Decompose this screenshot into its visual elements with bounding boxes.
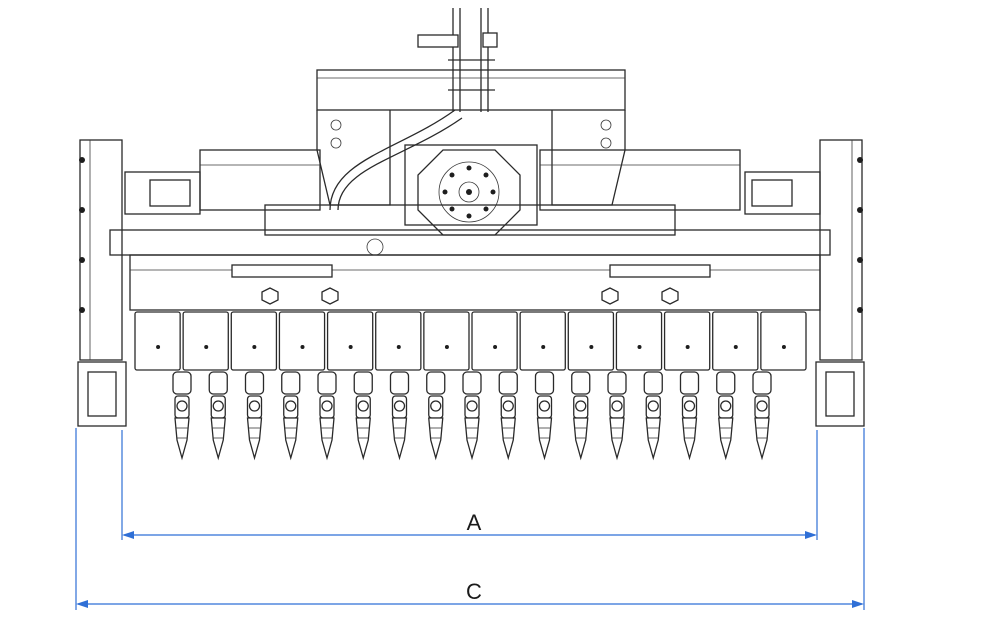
tine-hub [716,371,736,395]
tine-assembly [498,371,518,461]
tine-assembly [426,371,446,461]
tine-hub [244,371,265,395]
tine-hub [172,371,192,395]
side-plate-right [815,139,865,427]
tine-bolt [248,400,261,412]
rotor-shield [375,311,422,371]
shield-bolt [733,345,738,349]
shield-bolt [156,345,161,349]
rotor-shield [615,311,663,371]
tine-hub [389,371,410,395]
tine-assembly [244,371,265,461]
tine-assembly [716,371,736,461]
shield-bolt [444,345,449,349]
rotor-shield [712,311,759,371]
tine-assembly [208,371,228,461]
tine-hub [281,371,301,395]
rotor-shield [326,311,374,371]
shield-bolt [348,345,353,349]
rotor-shield [230,311,278,371]
tine-assembly [643,371,663,461]
tine-assembly [172,371,192,461]
tine-assembly [607,371,627,461]
rotor-shield [760,311,807,371]
tine-assembly [534,371,555,461]
shield-bolt [396,345,401,349]
tine-hub [607,371,627,395]
tine-assembly [389,371,410,461]
dimension-a-label: A [467,510,482,535]
tine-bolt [647,400,659,412]
rotor-shield [519,311,566,371]
tine-hub [426,371,446,395]
tine-bolt [285,400,297,412]
rotor-shield [471,311,518,371]
shield-bolt [252,345,257,349]
dimension-c: C [75,428,865,610]
tine-bolt [393,400,406,412]
rotor-tines [172,371,772,461]
tine-bolt [430,400,442,412]
tine-bolt [538,400,551,412]
tine-hub [498,371,518,395]
dimension-c-arrow-left [76,600,88,608]
side-plate-left [77,139,127,427]
shield-bolt [637,345,642,349]
tine-hub [571,371,591,395]
tine-hub [353,371,373,395]
top-link [417,8,498,112]
tine-bolt [321,400,333,412]
shield-bolt [781,345,786,349]
main-beam [109,204,831,311]
shield-bolt [300,345,305,349]
rotor-shield [134,311,181,371]
tine-bolt [357,400,369,412]
tine-bolt [720,400,732,412]
dimension-c-arrow-right [852,600,864,608]
tine-assembly [571,371,591,461]
tine-hub [534,371,555,395]
dimension-a-arrow-right [805,531,817,539]
tine-hub [679,371,700,395]
side-motors [124,171,821,215]
tine-hub [317,371,337,395]
tine-assembly [462,371,482,461]
tine-bolt [212,400,224,412]
rotor-shield [663,311,711,371]
dimension-c-label: C [466,579,482,604]
shield-bolt [541,345,546,349]
dimension-a-arrow-left [122,531,134,539]
tine-hub [643,371,663,395]
gearbox [329,109,538,236]
shield-bolt [204,345,209,349]
tine-hub [462,371,482,395]
tine-bolt [176,400,188,412]
rotor-shield [182,311,229,371]
rotor-shield [278,311,326,371]
tine-hub [752,371,772,395]
tine-assembly [353,371,373,461]
tine-assembly [679,371,700,461]
shield-bolt [685,345,690,349]
tine-bolt [756,400,768,412]
side-tubes [199,149,741,211]
shield-bolt [589,345,594,349]
tine-bolt [683,400,696,412]
tine-bolt [575,400,587,412]
rotor-shields [134,311,807,371]
tine-bolt [466,400,478,412]
tine-assembly [317,371,337,461]
tine-bolt [611,400,623,412]
shield-bolt [493,345,498,349]
dimension-a: A [121,430,818,540]
tine-hub [208,371,228,395]
tine-assembly [281,371,301,461]
rotor-shield [567,311,615,371]
rotor-shield [423,311,470,371]
tine-bolt [502,400,514,412]
tine-assembly [752,371,772,461]
